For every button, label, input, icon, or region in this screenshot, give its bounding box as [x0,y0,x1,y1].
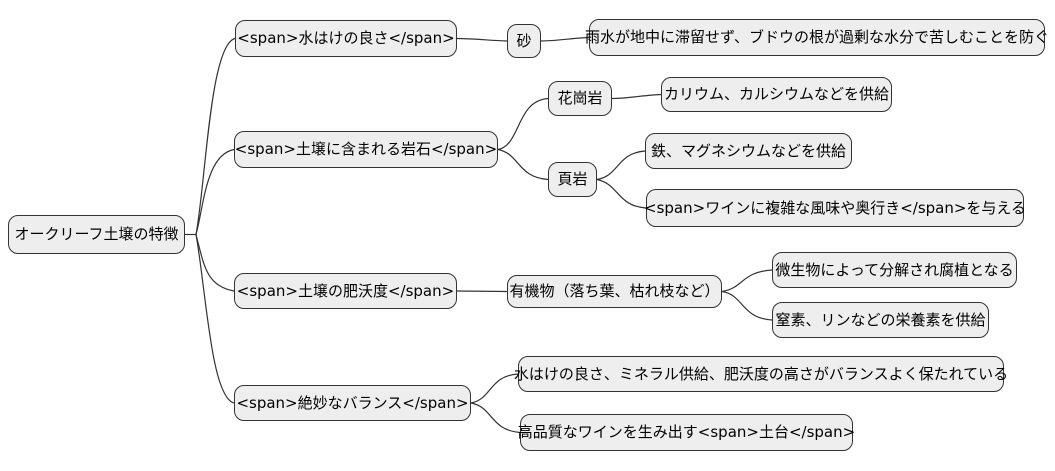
edge-drainage-sand [456,37,508,42]
edge-root-fertility [195,234,235,292]
edge-root-drainage [195,37,236,235]
node-balanced-state: 水はけの良さ、ミネラル供給、肥沃度の高さがバランスよく保たれている [514,356,1008,392]
edge-fertility-organic [456,290,508,293]
node-root: オークリーフ土壌の特徴 [8,215,185,254]
edge-rocks-shale [497,148,549,181]
node-foundation: 高品質なワインを生み出す<span>土台</span> [518,414,855,451]
node-rain: 雨水が地中に滞留せず、ブドウの根が過剰な水分で苦しむことを防ぐ [585,19,1049,56]
node-potassium: カリウム、カルシウムなどを供給 [661,77,892,112]
node-granite: 花崗岩 [548,81,612,116]
node-drainage: <span>水はけの良さ</span> [235,20,457,57]
edge-balance-foundation [470,402,521,434]
edge-sand-rain [540,36,590,42]
node-microbes: 微生物によって分解され腐植となる [772,252,1017,288]
node-iron: 鉄、マグネシウムなどを供給 [645,133,852,169]
edge-organic-nitrogen [721,290,773,321]
node-rocks: <span>土壌に含まれる岩石</span> [234,131,498,168]
edge-organic-microbes [721,269,773,293]
edge-rocks-granite [497,97,549,151]
edge-root-rocks [195,148,235,235]
edge-granite-potassium [611,93,662,100]
node-wine-flavor: <span>ワインに複雑な風味や奥行き</span>を与える [644,189,1026,227]
node-balance: <span>絶妙なバランス</span> [234,385,471,421]
edge-shale-iron [596,150,646,181]
node-fertility: <span>土壌の肥沃度</span> [234,273,457,309]
edge-shale-wine-flavor [596,178,647,209]
edge-root-balance [195,234,235,404]
node-organic: 有機物（落ち葉、枯れ枝など） [507,275,722,308]
node-nitrogen: 窒素、リンなどの栄養素を供給 [772,302,989,338]
edge-balance-balanced-state [470,373,519,404]
node-sand: 砂 [507,24,541,58]
node-shale: 頁岩 [548,162,597,197]
